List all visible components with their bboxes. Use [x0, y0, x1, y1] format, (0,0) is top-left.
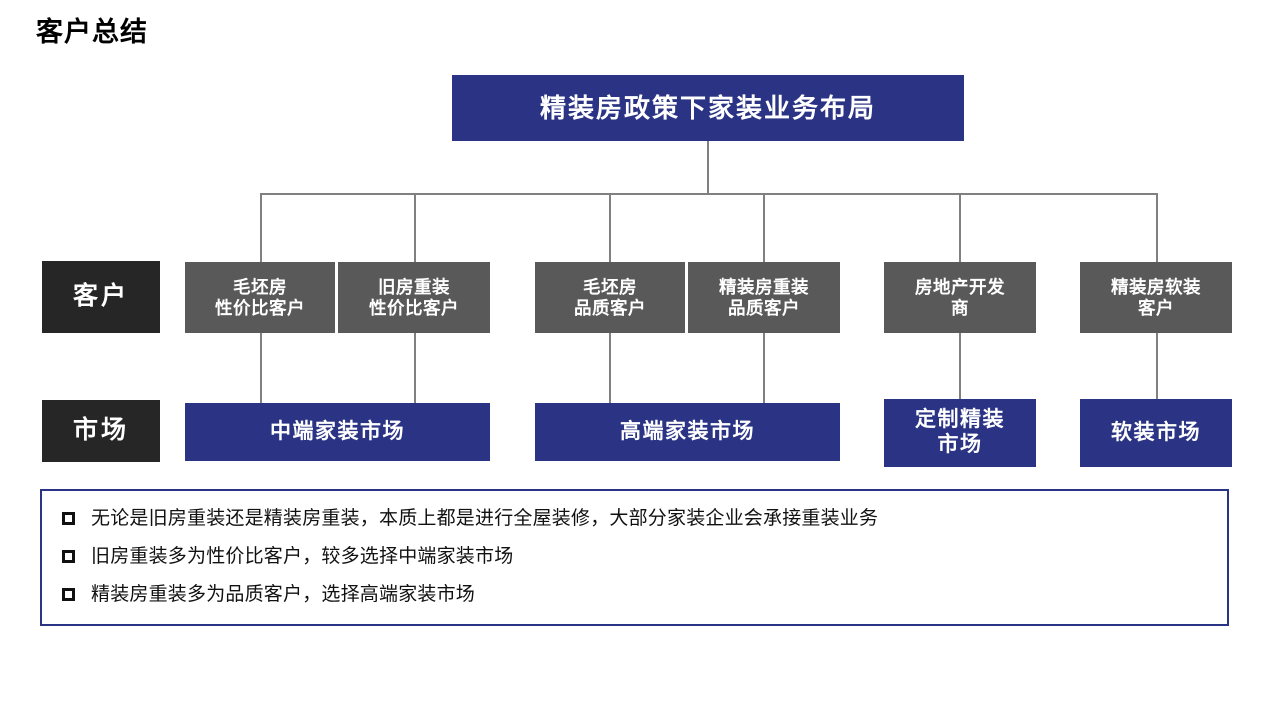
market-node-4[interactable]: 软装市场 [1080, 399, 1232, 467]
market-node-1[interactable]: 中端家装市场 [185, 403, 490, 461]
customer-node-5[interactable]: 房地产开发 商 [884, 262, 1036, 333]
customer-node-5-line2: 商 [951, 297, 969, 318]
square-outline-bullet-icon [62, 550, 75, 563]
connector-c5-to-m3 [959, 333, 961, 399]
note-item-2: 旧房重装多为性价比客户，较多选择中端家装市场 [42, 542, 1227, 580]
connector-horizontal-bus [260, 193, 1158, 195]
connector-drop-c2 [414, 193, 416, 262]
connector-c2-to-m1 [414, 333, 416, 403]
customer-node-3[interactable]: 毛坯房 品质客户 [535, 262, 685, 333]
market-node-4-label: 软装市场 [1111, 420, 1201, 444]
connector-c4-to-m2 [763, 333, 765, 403]
row-label-market: 市场 [42, 400, 160, 462]
connector-drop-c3 [609, 193, 611, 262]
connector-root-stem [707, 141, 709, 194]
note-item-3: 精装房重装多为品质客户，选择高端家装市场 [42, 580, 1227, 618]
connector-c6-to-m4 [1156, 333, 1158, 399]
customer-node-6-line2: 客户 [1138, 297, 1174, 318]
market-node-3-line1: 定制精装 [915, 408, 1005, 432]
note-item-1: 无论是旧房重装还是精装房重装，本质上都是进行全屋装修，大部分家装企业会承接重装业… [42, 504, 1227, 542]
connector-c3-to-m2 [609, 333, 611, 403]
root-node-label: 精装房政策下家装业务布局 [539, 92, 876, 123]
customer-node-2-line1: 旧房重装 [378, 276, 450, 297]
market-node-2[interactable]: 高端家装市场 [535, 403, 840, 461]
row-label-market-text: 市场 [72, 416, 129, 445]
customer-node-6[interactable]: 精装房软装 客户 [1080, 262, 1232, 333]
note-item-1-text: 无论是旧房重装还是精装房重装，本质上都是进行全屋装修，大部分家装企业会承接重装业… [91, 508, 879, 529]
market-node-3-line2: 市场 [937, 433, 983, 456]
customer-node-2[interactable]: 旧房重装 性价比客户 [338, 262, 490, 333]
connector-drop-c1 [260, 193, 262, 262]
customer-node-1[interactable]: 毛坯房 性价比客户 [185, 262, 335, 333]
row-label-customer: 客户 [42, 261, 160, 333]
connector-drop-c4 [763, 193, 765, 262]
customer-node-4[interactable]: 精装房重装 品质客户 [688, 262, 840, 333]
market-node-1-label: 中端家装市场 [270, 419, 405, 443]
connector-drop-c6 [1156, 193, 1158, 262]
note-item-3-text: 精装房重装多为品质客户，选择高端家装市场 [91, 584, 476, 605]
note-item-2-text: 旧房重装多为性价比客户，较多选择中端家装市场 [91, 546, 514, 567]
customer-node-6-line1: 精装房软装 [1111, 276, 1201, 297]
connector-drop-c5 [959, 193, 961, 262]
customer-node-1-line2: 性价比客户 [215, 297, 305, 318]
customer-node-3-line1: 毛坯房 [583, 276, 637, 297]
customer-node-2-line2: 性价比客户 [369, 297, 459, 318]
market-node-3[interactable]: 定制精装 市场 [884, 399, 1036, 467]
customer-node-4-line1: 精装房重装 [719, 276, 809, 297]
square-outline-bullet-icon [62, 588, 75, 601]
customer-node-3-line2: 品质客户 [574, 297, 646, 318]
market-node-2-label: 高端家装市场 [620, 419, 755, 443]
page-title: 客户总结 [36, 17, 148, 47]
notes-panel: 无论是旧房重装还是精装房重装，本质上都是进行全屋装修，大部分家装企业会承接重装业… [40, 489, 1229, 626]
row-label-customer-text: 客户 [72, 282, 129, 311]
customer-node-4-line2: 品质客户 [728, 297, 800, 318]
customer-node-1-line1: 毛坯房 [233, 276, 287, 297]
customer-node-5-line1: 房地产开发 [915, 276, 1005, 297]
square-outline-bullet-icon [62, 512, 75, 525]
connector-c1-to-m1 [260, 333, 262, 403]
root-node[interactable]: 精装房政策下家装业务布局 [452, 75, 964, 141]
